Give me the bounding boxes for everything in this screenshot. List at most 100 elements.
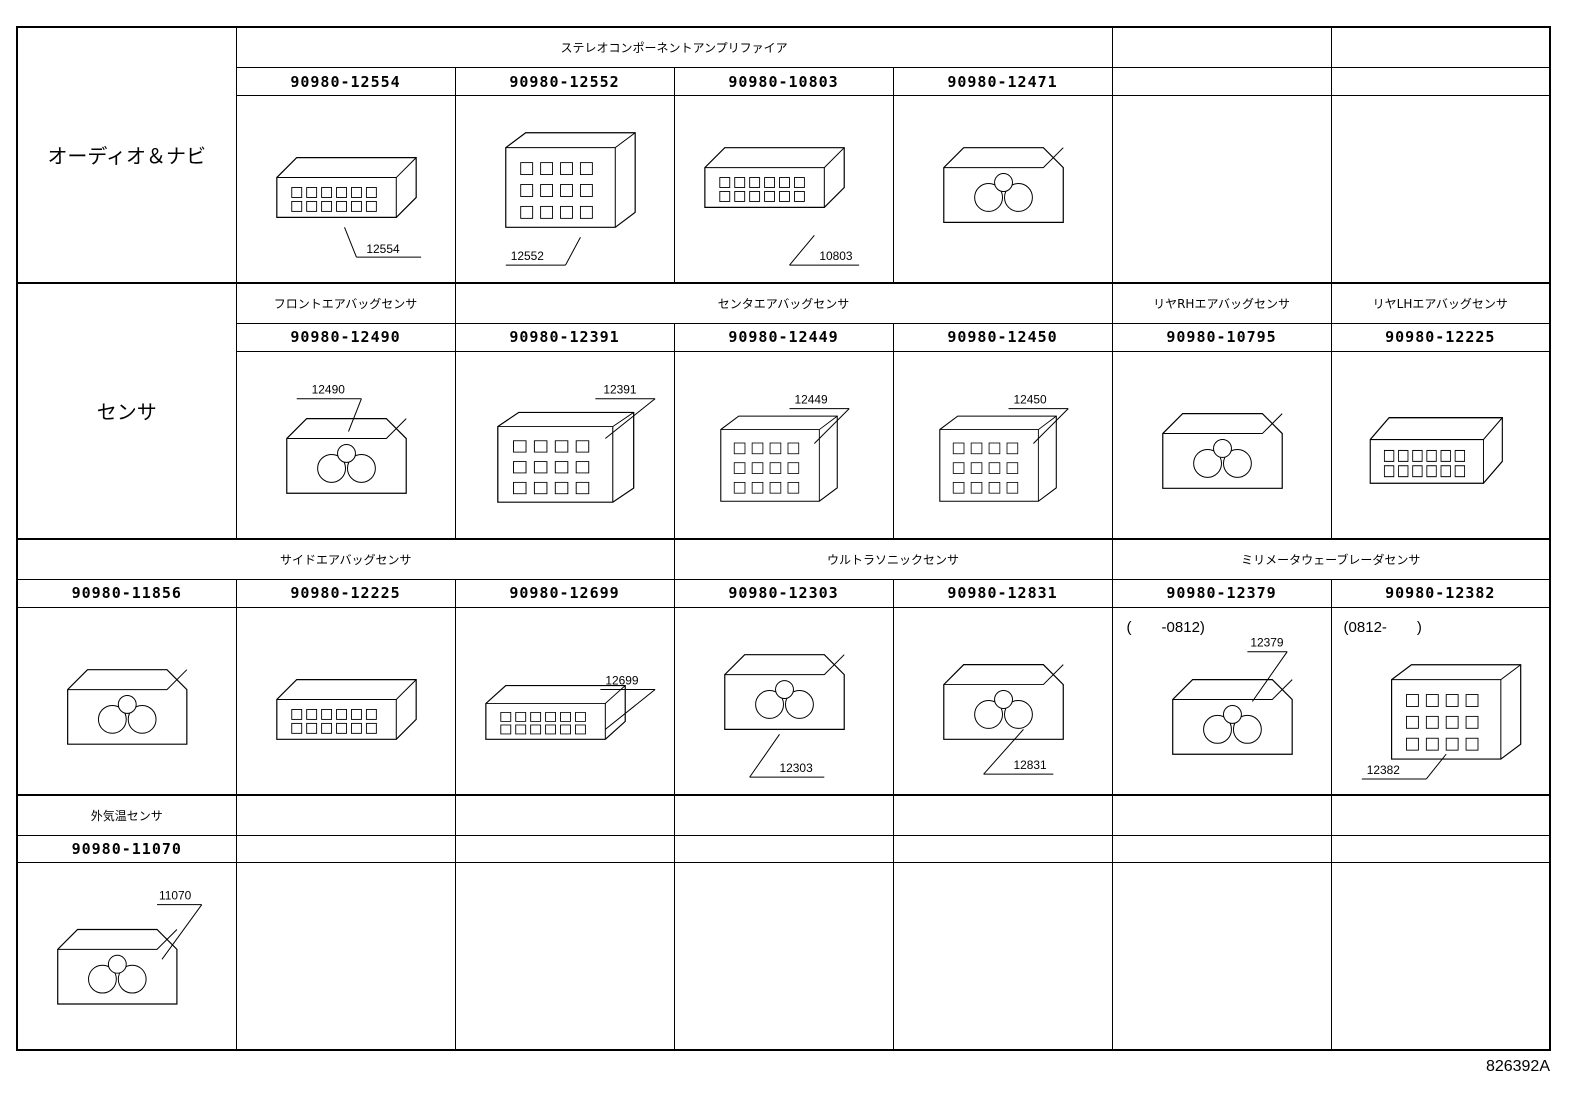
connector-drawing: (0812- ) 12382 xyxy=(1330,606,1551,796)
part-number[interactable]: 90980-12391 xyxy=(454,323,675,352)
connector-drawing: 12303 xyxy=(673,606,894,796)
empty-cell xyxy=(892,834,1113,864)
connector-drawing: 12449 xyxy=(673,350,894,540)
empty-cell xyxy=(673,793,894,836)
part-number[interactable]: 90980-10803 xyxy=(673,67,894,96)
callout-label: 12391 xyxy=(603,382,637,396)
row-title-audio: オーディオ＆ナビ xyxy=(16,26,237,284)
connector-12382-drawing: 12382 xyxy=(1361,663,1521,779)
part-number[interactable]: 90980-12552 xyxy=(454,67,675,96)
connector-drawing: 12450 xyxy=(892,350,1113,540)
connector-12490-drawing: 12490 xyxy=(285,382,407,494)
empty-cell xyxy=(892,793,1113,836)
empty-cell xyxy=(235,793,456,836)
connector-12699-drawing: 12699 xyxy=(484,673,655,740)
connector-drawing xyxy=(16,606,237,796)
connector-drawing: 10803 xyxy=(673,94,894,284)
callout-label: 12552 xyxy=(510,249,544,263)
connector-12379-drawing: 12379 xyxy=(1171,635,1293,755)
callout-label: 12382 xyxy=(1366,763,1399,777)
figure-code: 826392A xyxy=(1485,1058,1550,1075)
part-number[interactable]: 90980-12554 xyxy=(235,67,456,96)
connector-drawing: 12554 xyxy=(235,94,456,284)
empty-cell xyxy=(454,834,675,864)
section-rear-rh-airbag-sensor: リヤRHエアバッグセンサ xyxy=(1111,281,1332,325)
section-outside-temp-sensor: 外気温センサ xyxy=(16,793,237,836)
callout-label: 12831 xyxy=(1013,758,1047,772)
part-number[interactable]: 90980-12699 xyxy=(454,579,675,608)
part-number[interactable]: 90980-12382 xyxy=(1330,579,1551,608)
connector-12831-drawing: 12831 xyxy=(942,663,1064,775)
empty-cell xyxy=(454,793,675,836)
connector-drawing: 12391 xyxy=(454,350,675,540)
connector-10803-drawing: 10803 xyxy=(703,146,859,266)
section-millimeter-wave-radar-sensor: ミリメータウェーブレーダセンサ xyxy=(1111,537,1551,580)
empty-cell xyxy=(1111,862,1332,1051)
part-number[interactable]: 90980-12379 xyxy=(1111,579,1332,608)
empty-cell xyxy=(235,834,456,864)
empty-cell xyxy=(454,862,675,1051)
callout-label: 11070 xyxy=(159,889,192,903)
callout-label: 12699 xyxy=(605,673,639,687)
section-stereo-amplifier: ステレオコンポーネントアンプリファイア xyxy=(235,26,1113,69)
part-number[interactable]: 90980-12490 xyxy=(235,323,456,352)
connector-drawing: 12699 xyxy=(454,606,675,796)
empty-cell xyxy=(235,862,456,1051)
connector-drawing: 12831 xyxy=(892,606,1113,796)
callout-label: 12554 xyxy=(366,242,400,256)
callout-label: 12379 xyxy=(1250,635,1284,649)
connector-drawing xyxy=(892,94,1113,284)
connector-drawing: 12490 xyxy=(235,350,456,540)
part-number[interactable]: 90980-10795 xyxy=(1111,323,1332,352)
empty-cell xyxy=(1330,26,1551,69)
connector-12471-drawing xyxy=(942,146,1064,223)
empty-cell xyxy=(1330,67,1551,96)
connector-10795-drawing xyxy=(1161,412,1283,489)
section-rear-lh-airbag-sensor: リヤLHエアバッグセンサ xyxy=(1330,281,1551,325)
section-ultrasonic-sensor: ウルトラソニックセンサ xyxy=(673,537,1113,580)
part-number[interactable]: 90980-11070 xyxy=(16,834,237,864)
connector-12225-drawing xyxy=(275,678,417,740)
date-range-note: (0812- ) xyxy=(1343,618,1422,636)
part-number[interactable]: 90980-12831 xyxy=(892,579,1113,608)
empty-cell xyxy=(1111,793,1332,836)
empty-cell xyxy=(1111,26,1332,69)
section-front-airbag-sensor: フロントエアバッグセンサ xyxy=(235,281,456,325)
connector-12449-drawing: 12449 xyxy=(719,392,850,502)
empty-cell xyxy=(1111,67,1332,96)
callout-label: 12303 xyxy=(779,761,813,775)
callout-label: 12450 xyxy=(1013,392,1047,406)
section-center-airbag-sensor: センタエアバッグセンサ xyxy=(454,281,1113,325)
callout-label: 10803 xyxy=(819,249,853,263)
connector-11856-drawing xyxy=(67,668,188,745)
connector-drawing xyxy=(1330,350,1551,540)
connector-drawing: 11070 xyxy=(16,862,237,1051)
callout-label: 12449 xyxy=(794,392,828,406)
empty-cell xyxy=(673,862,894,1051)
part-number[interactable]: 90980-12225 xyxy=(1330,323,1551,352)
part-number[interactable]: 90980-12449 xyxy=(673,323,894,352)
callout-label: 12490 xyxy=(311,382,345,396)
connector-12303-drawing: 12303 xyxy=(723,653,845,778)
part-number[interactable]: 90980-12303 xyxy=(673,579,894,608)
part-number[interactable]: 90980-11856 xyxy=(16,579,237,608)
connector-12552-drawing: 12552 xyxy=(504,132,636,266)
part-number[interactable]: 90980-12471 xyxy=(892,67,1113,96)
date-range-note: ( -0812) xyxy=(1126,618,1205,636)
empty-cell xyxy=(892,862,1113,1051)
connector-12225-drawing xyxy=(1369,416,1503,484)
connector-12391-drawing: 12391 xyxy=(496,382,655,503)
connector-11070-drawing: 11070 xyxy=(57,889,203,1005)
empty-cell xyxy=(1330,862,1551,1051)
connector-table: オーディオ＆ナビ ステレオコンポーネントアンプリファイア 90980-12554… xyxy=(16,26,1552,1051)
part-number[interactable]: 90980-12225 xyxy=(235,579,456,608)
part-number[interactable]: 90980-12450 xyxy=(892,323,1113,352)
empty-cell xyxy=(1111,94,1332,284)
connector-drawing: ( -0812) 12379 xyxy=(1111,606,1332,796)
connector-drawing xyxy=(235,606,456,796)
connector-drawing xyxy=(1111,350,1332,540)
empty-cell xyxy=(1111,834,1332,864)
empty-cell xyxy=(673,834,894,864)
connector-12450-drawing: 12450 xyxy=(938,392,1069,502)
connector-12554-drawing: 12554 xyxy=(275,156,421,258)
